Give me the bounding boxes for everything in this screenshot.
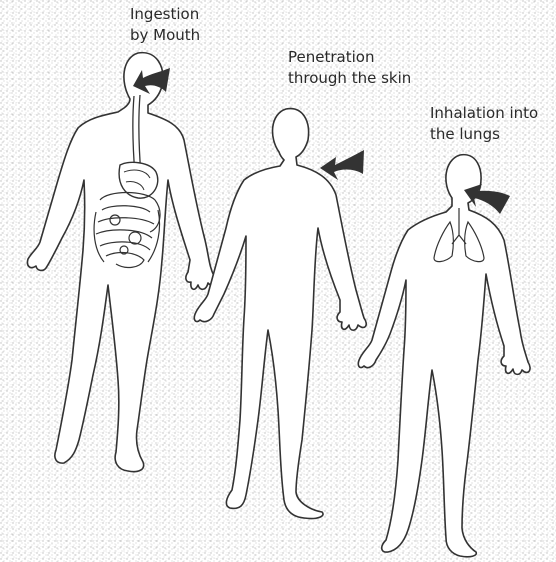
- label-inhalation-line-1: Inhalation into: [430, 103, 538, 124]
- label-penetration-line-1: Penetration: [288, 47, 411, 68]
- label-ingestion-line-1: Ingestion: [130, 4, 200, 25]
- label-penetration-line-2: through the skin: [288, 68, 411, 89]
- label-ingestion: Ingestion by Mouth: [130, 4, 200, 46]
- label-penetration: Penetration through the skin: [288, 47, 411, 89]
- label-inhalation: Inhalation into the lungs: [430, 103, 538, 145]
- label-inhalation-line-2: the lungs: [430, 124, 538, 145]
- label-ingestion-line-2: by Mouth: [130, 25, 200, 46]
